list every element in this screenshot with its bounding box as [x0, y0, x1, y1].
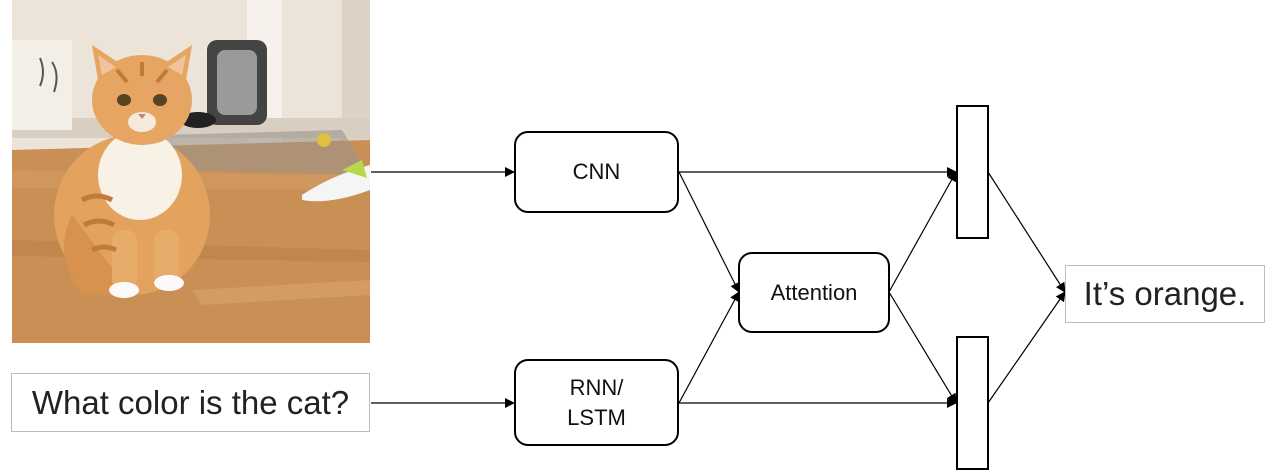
cat-image	[12, 0, 370, 343]
rnn-to-attention-arrow	[678, 291, 740, 404]
rnn-lstm-node: RNN/ LSTM	[514, 359, 679, 446]
bottom-bar-to-answer-arrow	[987, 291, 1066, 404]
attention-label: Attention	[770, 279, 858, 305]
top-bar-to-answer-arrow	[987, 171, 1066, 293]
cnn-to-attention-arrow	[678, 171, 740, 293]
attention-to-bottom-bar-arrow	[888, 291, 957, 404]
answer-textbox: It’s orange.	[1065, 265, 1265, 323]
lstm-label: LSTM	[567, 404, 626, 430]
question-text: What color is the cat?	[31, 383, 350, 421]
cnn-label: CNN	[572, 159, 621, 184]
bottom-fusion-vector	[956, 336, 989, 470]
attention-to-top-bar-arrow	[888, 171, 957, 293]
answer-text: It’s orange.	[1083, 275, 1247, 312]
top-fusion-vector	[956, 105, 989, 239]
cnn-node: CNN	[514, 131, 679, 213]
rnn-label: RNN/	[569, 374, 624, 400]
question-textbox: What color is the cat?	[11, 373, 370, 432]
attention-node: Attention	[738, 252, 890, 333]
